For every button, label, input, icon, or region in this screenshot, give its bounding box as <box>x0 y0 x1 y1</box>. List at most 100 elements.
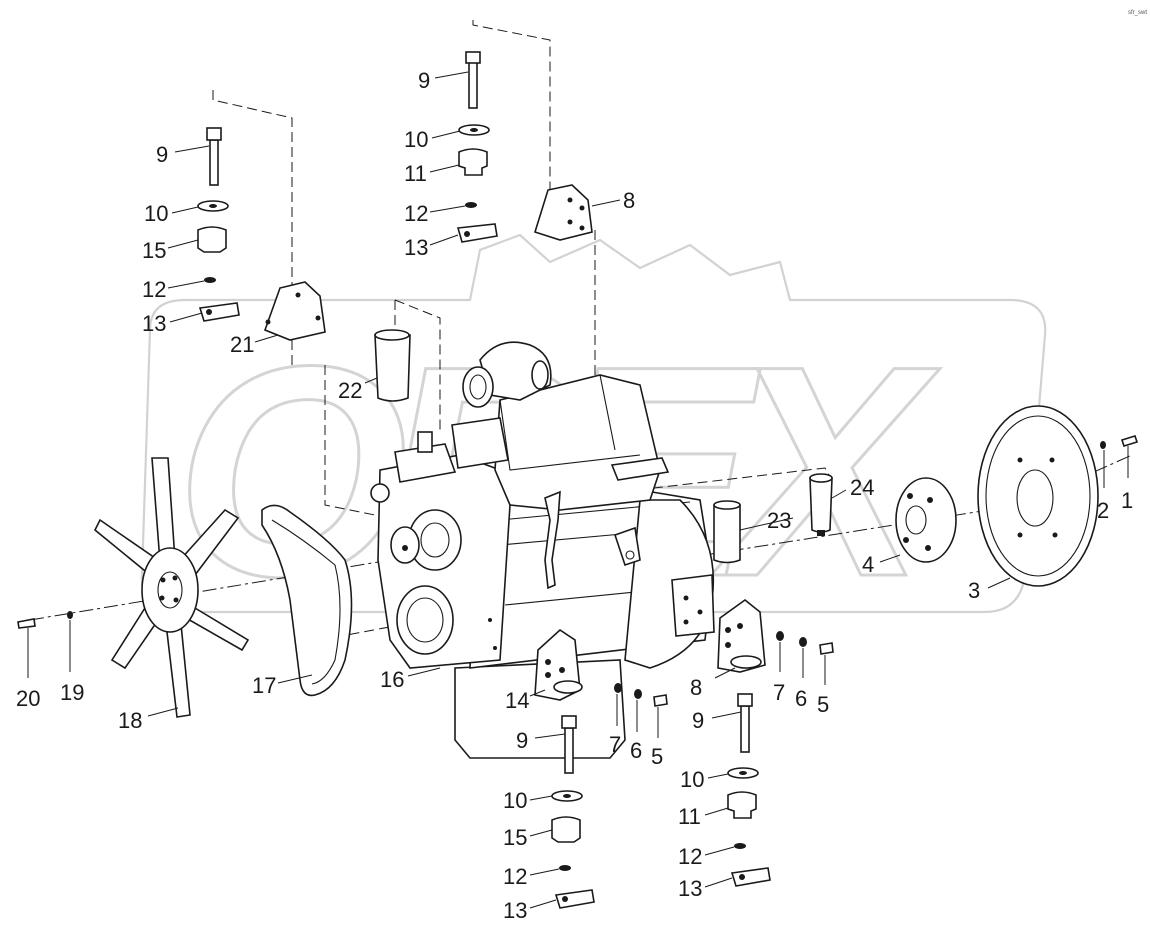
fan-hub-18 <box>141 547 199 633</box>
callout-10-front: 10 <box>503 788 527 813</box>
callout-12-front: 12 <box>503 864 527 889</box>
callout-13-rear: 13 <box>678 876 702 901</box>
nut-plate-13-top <box>456 223 498 243</box>
link-line-filter-22 <box>394 299 441 430</box>
callout-9-rear: 9 <box>692 708 704 733</box>
callout-10-left: 10 <box>144 201 168 226</box>
oil-pan <box>454 659 626 759</box>
bolt-9-left <box>209 139 219 186</box>
nut-plate-13-front <box>554 889 595 909</box>
callout-8-top: 8 <box>623 188 635 213</box>
callout-15-front: 15 <box>503 825 527 850</box>
side-fitting <box>370 483 390 503</box>
callout-11-rear: 11 <box>678 804 701 829</box>
v-belt-17 <box>261 504 353 697</box>
bolt-5-right <box>819 642 834 655</box>
callout-8-right: 8 <box>690 675 702 700</box>
ring-7-right <box>776 631 784 641</box>
ring-12-top <box>465 202 477 208</box>
bolt-20 <box>17 618 36 629</box>
callout-9-left: 9 <box>156 142 168 167</box>
callout-22: 22 <box>338 378 362 403</box>
callout-10-rear: 10 <box>680 767 704 792</box>
ring-12-left <box>204 277 216 283</box>
engine-assembly <box>370 341 715 759</box>
callout-19: 19 <box>60 680 84 705</box>
dipstick-tube <box>544 490 561 590</box>
flywheel-parts <box>895 405 1139 587</box>
turbo-side-port <box>531 360 549 390</box>
callout-15-left: 15 <box>142 238 166 263</box>
callout-24: 24 <box>850 475 874 500</box>
bolt-9-front <box>564 727 574 774</box>
bolt-9-top <box>468 61 478 109</box>
callout-16: 16 <box>380 667 404 692</box>
callout-10-top: 10 <box>404 127 428 152</box>
fan-blade-top <box>151 457 176 563</box>
mount-bracket-21 <box>263 281 326 341</box>
callout-5-right: 5 <box>817 692 829 717</box>
turbo-housing <box>479 341 552 401</box>
front-mount-stack <box>551 715 595 909</box>
bushing-11-rear <box>727 791 757 819</box>
engine-mount-brackets <box>534 598 766 701</box>
callout-6-right: 6 <box>795 686 807 711</box>
filter-24 <box>809 477 833 533</box>
valve-cover-edge <box>499 374 641 471</box>
callout-11-top: 11 <box>404 161 427 186</box>
link-line-left-mount <box>212 90 293 290</box>
washer-19 <box>67 611 73 619</box>
turbo-outlet <box>462 366 494 408</box>
callout-5-front: 5 <box>651 744 663 769</box>
leader-lines <box>27 71 1129 909</box>
link-line-top-mount <box>472 20 551 200</box>
ring-7-front <box>614 683 622 693</box>
rear-mount-bracket-8-upper <box>534 184 593 241</box>
callout-6-front: 6 <box>630 738 642 763</box>
callout-3: 3 <box>968 578 980 603</box>
nut-plate-13-left <box>198 302 240 322</box>
top-mount-stack <box>456 51 593 243</box>
callout-9-front: 9 <box>516 728 528 753</box>
callout-12-top: 12 <box>404 201 428 226</box>
bushing-11-top <box>458 148 488 176</box>
callout-13-front: 13 <box>503 898 527 923</box>
callout-labels: 9 10 11 12 13 8 9 10 15 12 13 21 22 1 2 … <box>16 68 1133 923</box>
callout-4: 4 <box>862 552 874 577</box>
nut-plate-13-rear <box>730 867 771 887</box>
filters <box>374 329 833 564</box>
corner-mark: sfr_swt <box>1128 10 1147 16</box>
rear-mount-bracket-8-lower <box>717 598 766 673</box>
mount-fasteners <box>614 631 834 707</box>
filter-23 <box>713 504 741 564</box>
bolt-9-rear <box>740 705 750 753</box>
callout-23: 23 <box>767 508 791 533</box>
filter-22 <box>374 334 411 402</box>
callout-13-top: 13 <box>404 235 428 260</box>
nut-6-right <box>799 637 807 647</box>
callout-7-front: 7 <box>609 732 621 757</box>
flywheel-3 <box>977 405 1099 587</box>
valve-cover-plate <box>610 457 670 481</box>
ring-12-rear <box>734 843 746 849</box>
nut-6-front <box>634 689 642 699</box>
crankshaft-pulley <box>396 585 454 655</box>
ring-12-front <box>559 865 571 871</box>
callout-21: 21 <box>230 332 254 357</box>
intake-box <box>451 417 509 469</box>
bushing-15-left <box>197 226 227 253</box>
rear-adapter-plate <box>671 574 715 637</box>
fuel-cap <box>417 431 433 453</box>
callout-20: 20 <box>16 686 40 711</box>
callout-17: 17 <box>252 673 276 698</box>
callout-9-top: 9 <box>418 68 430 93</box>
bolt-5-front <box>653 694 668 707</box>
washer-2 <box>1100 441 1106 449</box>
callout-1: 1 <box>1121 488 1133 513</box>
link-line-21-to-block <box>324 365 401 521</box>
callout-12-rear: 12 <box>678 844 702 869</box>
bolt-1 <box>1120 435 1139 447</box>
callout-18: 18 <box>118 708 142 733</box>
callout-7-right: 7 <box>773 680 785 705</box>
